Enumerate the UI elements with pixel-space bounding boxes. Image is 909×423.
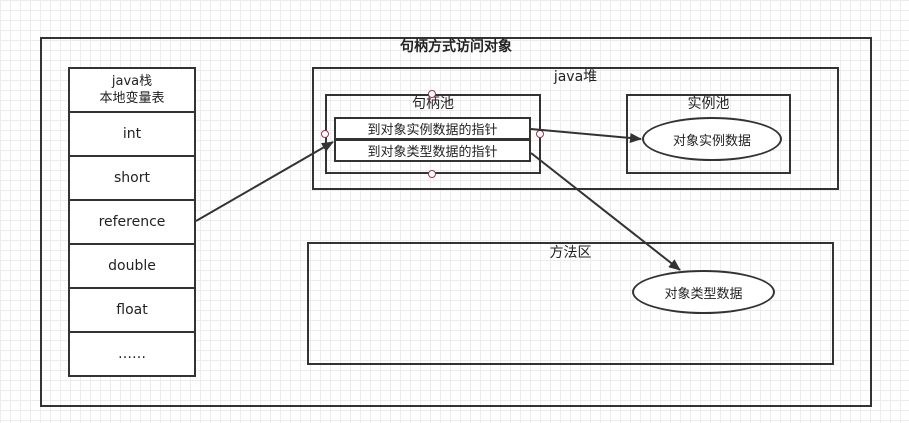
instance-pool-label: 实例池 bbox=[687, 96, 730, 112]
stack-cell-float: float bbox=[68, 287, 196, 331]
pointer-to-type-data: 到对象类型数据的指针 bbox=[334, 139, 531, 162]
stack-cell-ellipsis: …… bbox=[68, 331, 196, 375]
object-instance-data: 对象实例数据 bbox=[642, 117, 782, 161]
local-variable-table-title: 本地变量表 bbox=[99, 91, 165, 106]
arrow-handle-to-type-data bbox=[530, 152, 681, 271]
handle-pool-bottom-handle[interactable] bbox=[428, 170, 436, 178]
pointer-to-instance-data: 到对象实例数据的指针 bbox=[334, 117, 531, 140]
java-heap-label: java堆 bbox=[553, 69, 598, 85]
handle-pool-top-handle[interactable] bbox=[428, 90, 436, 98]
stack-cell-int: int bbox=[68, 111, 196, 155]
handle-pool-label: 句柄池 bbox=[412, 96, 454, 112]
object-type-data: 对象类型数据 bbox=[632, 270, 775, 314]
java-stack-header: java栈 本地变量表 bbox=[68, 67, 196, 113]
java-stack bbox=[68, 67, 196, 377]
arrow-reference-to-handle bbox=[195, 141, 334, 222]
stack-cell-reference: reference bbox=[68, 199, 196, 243]
diagram-frame bbox=[40, 37, 872, 407]
method-area bbox=[307, 242, 834, 365]
instance-pool bbox=[626, 94, 791, 174]
handle-pool-left-handle[interactable] bbox=[321, 130, 329, 138]
stack-cell-double: double bbox=[68, 243, 196, 287]
method-area-label: 方法区 bbox=[549, 245, 592, 261]
diagram-title: 句柄方式访问对象 bbox=[400, 39, 512, 55]
arrow-handle-to-instance-data bbox=[530, 128, 642, 143]
stack-cell-short: short bbox=[68, 155, 196, 199]
java-stack-title: java栈 bbox=[111, 74, 153, 89]
